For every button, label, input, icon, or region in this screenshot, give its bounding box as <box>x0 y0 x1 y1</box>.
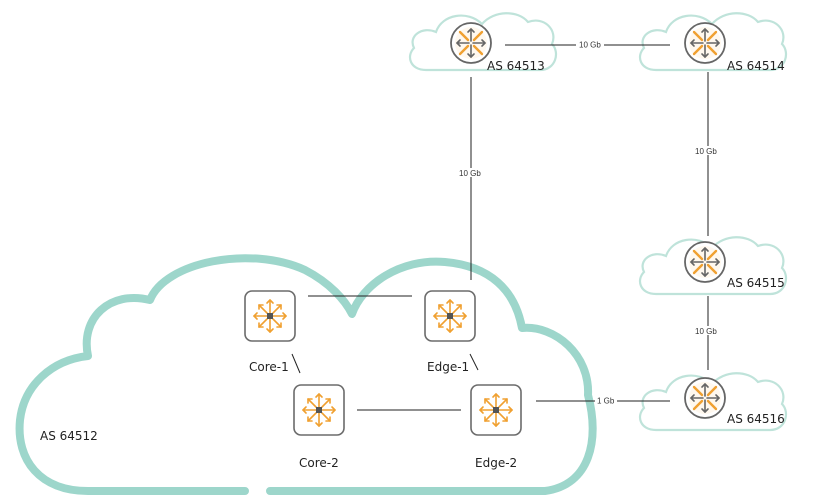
layer3-switch-icon <box>433 299 467 333</box>
as-64513-label: AS 64513 <box>487 59 545 73</box>
as-64516-label: AS 64516 <box>727 412 785 426</box>
as-64512-cloud <box>15 254 597 495</box>
router-as64515[interactable] <box>683 240 727 284</box>
node-edge-2[interactable] <box>470 384 522 436</box>
node-label-core-1: Core-1 <box>249 360 289 374</box>
link-core1-core2[interactable] <box>291 353 301 374</box>
router-as64513[interactable] <box>449 21 493 65</box>
node-core-1[interactable] <box>244 290 296 342</box>
router-as64514[interactable] <box>683 21 727 65</box>
node-label-core-2: Core-2 <box>299 456 339 470</box>
link-label-as64513-as64514: 10 Gb <box>579 41 601 50</box>
link-label-edge1-as64513: 10 Gb <box>459 169 481 178</box>
link-label-edge2-as64516: 1 Gb <box>597 397 615 406</box>
as-64514-label: AS 64514 <box>727 59 785 73</box>
router-icon <box>449 21 493 65</box>
node-label-edge-2: Edge-2 <box>475 456 517 470</box>
layer3-switch-icon <box>253 299 287 333</box>
link-label-as64515-as64516: 10 Gb <box>695 327 717 336</box>
link-edge1-edge2[interactable] <box>469 353 479 371</box>
layer3-switch-icon <box>302 393 336 427</box>
node-label-edge-1: Edge-1 <box>427 360 469 374</box>
as-64512-label: AS 64512 <box>40 429 98 443</box>
layer3-switch-icon <box>479 393 513 427</box>
node-core-2[interactable] <box>293 384 345 436</box>
router-icon <box>683 240 727 284</box>
router-icon <box>683 376 727 420</box>
router-as64516[interactable] <box>683 376 727 420</box>
node-edge-1[interactable] <box>424 290 476 342</box>
as-64515-label: AS 64515 <box>727 276 785 290</box>
link-label-as64514-as64515: 10 Gb <box>695 147 717 156</box>
router-icon <box>683 21 727 65</box>
